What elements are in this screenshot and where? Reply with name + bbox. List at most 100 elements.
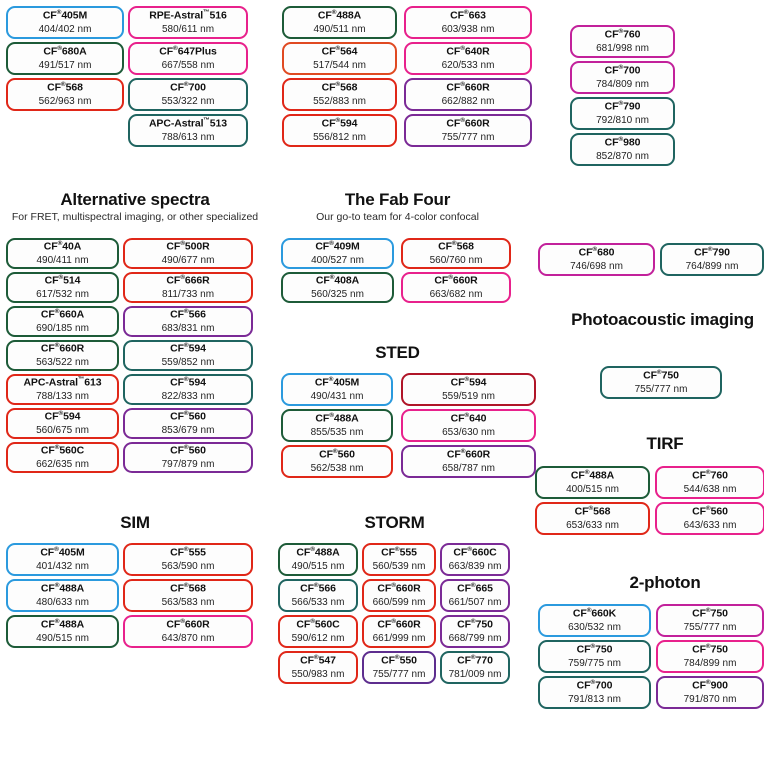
dye-name: CF®594 <box>450 376 487 389</box>
dye-name: CF®594 <box>321 117 358 130</box>
trademark-mark: ® <box>656 369 662 377</box>
dye-name: CF®640 <box>450 412 487 425</box>
dye-wavelengths: 661/507 nm <box>448 596 502 608</box>
dye-wavelengths: 852/870 nm <box>596 150 649 162</box>
trademark-mark: ® <box>183 81 189 89</box>
dye-wavelengths: 662/882 nm <box>441 95 495 107</box>
dye-wavelengths: 663/682 nm <box>429 288 483 300</box>
trademark-mark: ™ <box>203 117 210 125</box>
alternative-spectra-title: Alternative spectra <box>60 190 210 209</box>
dye-name: CF®566 <box>300 582 336 595</box>
dye-name: CF®555 <box>381 546 417 559</box>
dye-name: CF®564 <box>321 45 358 58</box>
trademark-mark: ® <box>705 607 711 615</box>
dye-wavelengths: 781/009 nm <box>448 668 502 680</box>
dye-wavelengths: 559/852 nm <box>161 356 215 368</box>
dye-wavelengths: 660/599 nm <box>372 596 426 608</box>
dye-name: CF®555 <box>170 546 206 559</box>
trademark-mark: ® <box>590 643 596 651</box>
trademark-mark: ® <box>335 45 341 53</box>
dye-name: CF®760 <box>692 469 728 482</box>
dye-wavelengths: 788/613 nm <box>161 131 215 143</box>
dye-wavelengths: 643/870 nm <box>161 632 215 644</box>
dye-wavelengths: 490/431 nm <box>310 390 364 402</box>
trademark-mark: ® <box>329 240 334 248</box>
